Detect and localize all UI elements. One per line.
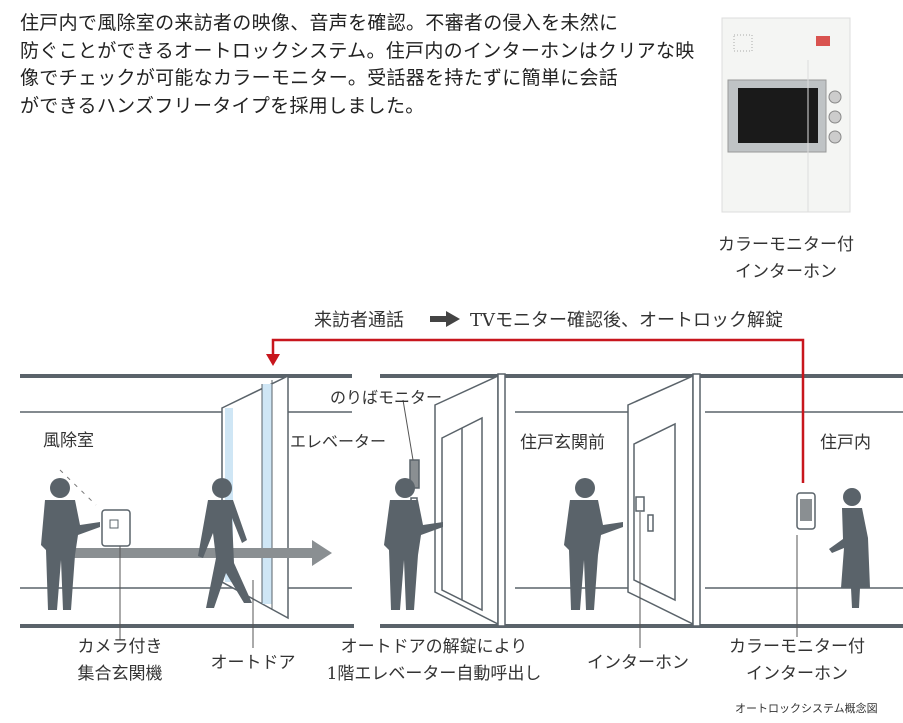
product-caption: カラーモニター付 インターホン [718, 232, 854, 286]
unlock-signal-arrow [266, 338, 805, 483]
intercom-product-image [721, 17, 851, 213]
entry-arrow [70, 540, 332, 566]
callout-camera-panel: カメラ付き 集合玄関機 [78, 634, 163, 688]
room-monitor [796, 492, 816, 530]
intro-line: 像でチェックが可能なカラーモニター。受話器を持たずに簡単に会話 [20, 67, 619, 89]
intro-line: ができるハンズフリータイプを採用しました。 [20, 94, 425, 117]
area-hall-monitor: のりばモニター [330, 388, 443, 407]
resident-person [829, 488, 870, 608]
flow-step-unlock: TVモニター確認後、オートロック解錠 [470, 310, 784, 331]
callout-elevator: オートドアの解錠により 1階エレベーター自動呼出し [327, 634, 542, 688]
elevator-person [384, 478, 443, 610]
intro-text: 住戸内で風除室の来訪者の映像、音声を確認。不審者の侵入を未然に 防ぐことができる… [20, 10, 695, 120]
area-elevator: エレベーター [290, 432, 387, 451]
leader-lines [119, 399, 798, 648]
callout-line: 集合玄関機 [77, 664, 163, 684]
people [41, 478, 870, 610]
callout-line: カメラ付き [77, 637, 163, 657]
flow-step-call: 来訪者通話 [314, 310, 404, 331]
callout-line: カラーモニター付 [729, 637, 865, 657]
callout-intercom: インターホン [587, 653, 689, 673]
product-caption-line: インターホン [735, 262, 837, 282]
camera-entry-panel [59, 469, 131, 547]
doorfront-person [564, 478, 623, 610]
area-inside: 住戸内 [820, 433, 871, 453]
walking-person [198, 478, 252, 608]
intro-line: 住戸内で風除室の来訪者の映像、音声を確認。不審者の侵入を未然に [20, 12, 619, 34]
flow-arrow-icon [430, 311, 460, 327]
callout-line: インターホン [746, 664, 848, 684]
product-caption-line: カラーモニター付 [718, 235, 854, 255]
callout-line: 1階エレベーター自動呼出し [326, 664, 542, 684]
intro-line: 防ぐことができるオートロックシステム。住戸内のインターホンはクリアな映 [20, 39, 695, 62]
area-vestibule: 風除室 [43, 431, 94, 451]
visitor-person [41, 478, 100, 610]
callout-monitor: カラーモニター付 インターホン [729, 634, 865, 688]
figure-caption: オートロックシステム概念図 [735, 702, 878, 715]
callout-auto-door: オートドア [210, 653, 296, 673]
area-front-door: 住戸玄関前 [520, 433, 605, 453]
elevator-door [409, 373, 506, 627]
apartment-door [627, 373, 701, 627]
callout-line: オートドアの解錠により [340, 637, 528, 657]
